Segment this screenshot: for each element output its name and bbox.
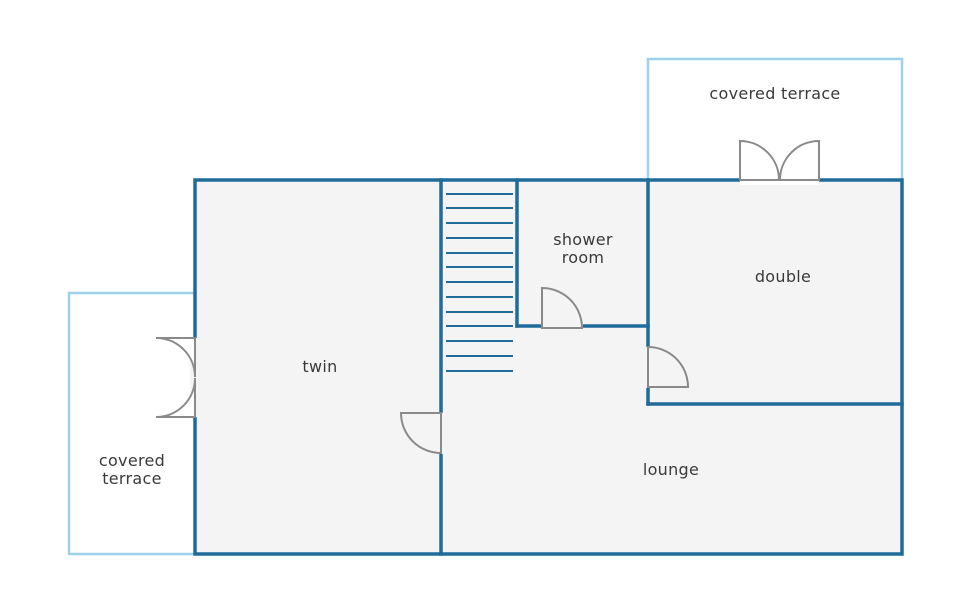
label-shower-room-line2: room — [562, 248, 605, 267]
label-double: double — [755, 267, 811, 286]
door-twin — [399, 412, 442, 455]
door-double — [647, 345, 690, 388]
label-covered-terrace-top: covered terrace — [709, 84, 840, 103]
label-covered-terrace-left-line2: terrace — [102, 469, 162, 488]
door-gap-left — [190, 338, 200, 417]
double-door-top — [739, 139, 820, 181]
label-twin: twin — [302, 357, 337, 376]
covered-terrace-left-outline — [67, 291, 197, 556]
double-door-left — [155, 337, 196, 418]
label-covered-terrace-left-line1: covered — [99, 451, 165, 470]
interior-floor — [195, 180, 902, 554]
label-shower-room-line1: shower — [553, 230, 613, 249]
label-lounge: lounge — [643, 460, 699, 479]
staircase — [446, 193, 513, 372]
walls — [193, 178, 904, 556]
door-shower — [541, 286, 584, 329]
